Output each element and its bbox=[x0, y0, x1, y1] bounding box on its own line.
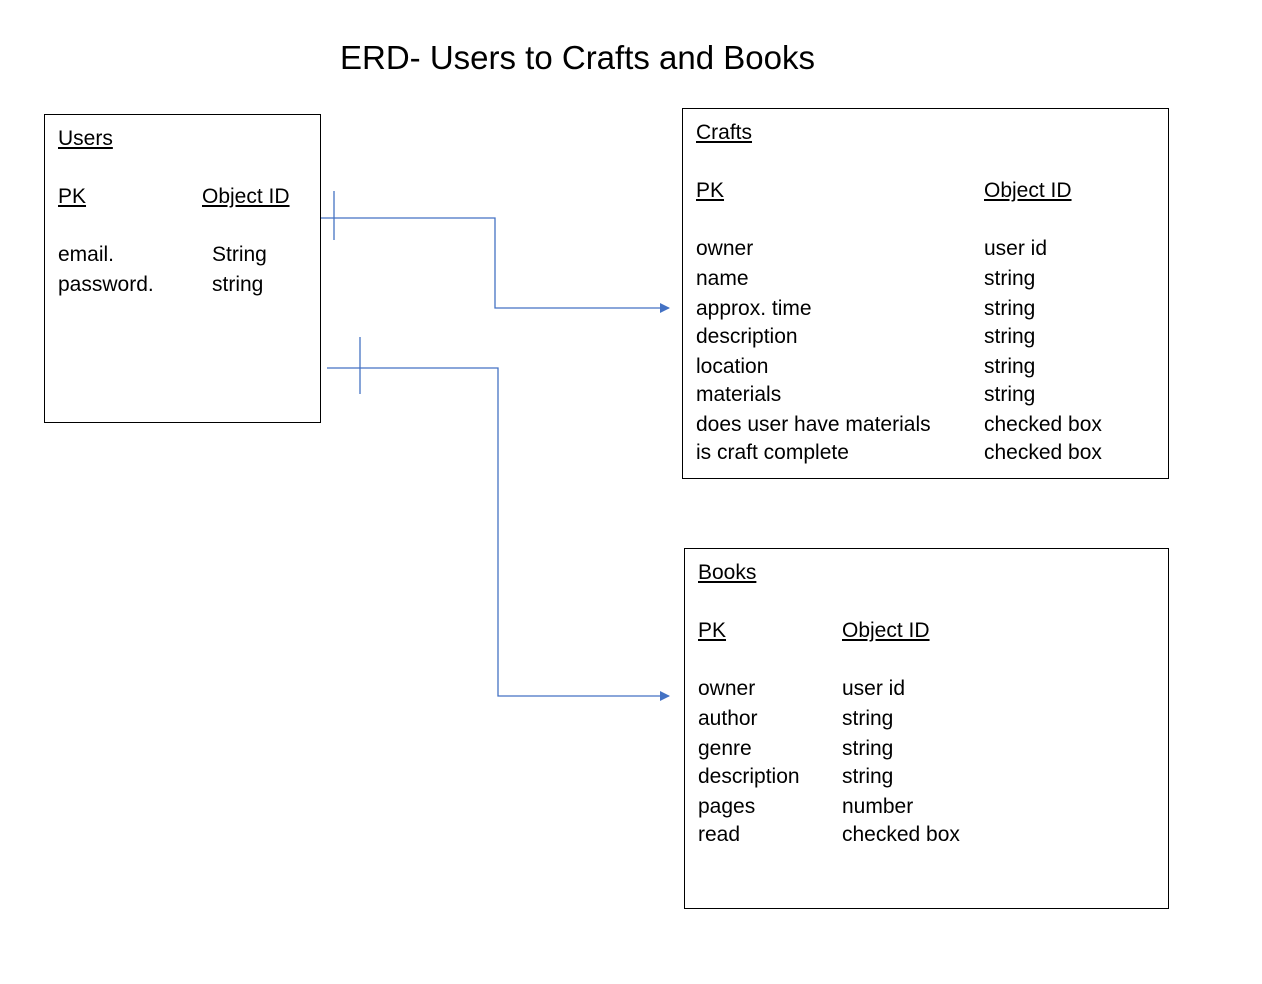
books-field-name: owner bbox=[698, 677, 756, 700]
diagram-title: ERD- Users to Crafts and Books bbox=[340, 39, 815, 76]
crafts-field-name: materials bbox=[696, 383, 782, 406]
crafts-field-type: string bbox=[984, 355, 1036, 378]
entity-name-crafts: Crafts bbox=[696, 121, 753, 144]
crafts-field-type: string bbox=[984, 267, 1036, 290]
books-pk-label: PK bbox=[698, 619, 727, 642]
books-field-type: string bbox=[842, 737, 894, 760]
crafts-field-type: string bbox=[984, 325, 1036, 348]
entity-books[interactable]: Books PK Object ID owner user id author … bbox=[684, 548, 1169, 909]
users-pk-label: PK bbox=[58, 185, 87, 208]
books-field-type: checked box bbox=[842, 823, 960, 846]
books-field-type: number bbox=[842, 795, 914, 818]
entity-users[interactable]: Users PK Object ID email. String passwor… bbox=[44, 114, 321, 423]
relationship-users-crafts[interactable] bbox=[321, 191, 670, 313]
crafts-pk-label: PK bbox=[696, 179, 725, 202]
entity-crafts[interactable]: Crafts PK Object ID owner user id name s… bbox=[682, 108, 1169, 479]
users-pk-type: Object ID bbox=[202, 185, 290, 208]
crafts-field-type: string bbox=[984, 297, 1036, 320]
crafts-field-name: description bbox=[696, 325, 798, 348]
relationship-users-books[interactable] bbox=[327, 337, 670, 701]
users-field-type: string bbox=[212, 273, 264, 296]
crafts-field-name: owner bbox=[696, 237, 754, 260]
connector-line bbox=[327, 367, 670, 701]
crafts-pk-type: Object ID bbox=[984, 179, 1072, 202]
crafts-field-name: name bbox=[696, 267, 749, 290]
crafts-field-type: checked box bbox=[984, 413, 1102, 436]
crafts-field-type: string bbox=[984, 383, 1036, 406]
books-field-name: read bbox=[698, 823, 741, 846]
crafts-field-type: user id bbox=[984, 237, 1048, 260]
connector-line bbox=[321, 217, 670, 313]
books-field-name: description bbox=[698, 765, 800, 788]
crafts-field-name: approx. time bbox=[696, 297, 812, 320]
crafts-field-type: checked box bbox=[984, 441, 1102, 464]
books-field-type: user id bbox=[842, 677, 906, 700]
books-field-name: genre bbox=[698, 737, 752, 760]
entity-name-books: Books bbox=[698, 561, 757, 584]
crafts-field-name: is craft complete bbox=[696, 441, 849, 464]
books-field-name: pages bbox=[698, 795, 756, 818]
books-field-name: author bbox=[698, 707, 758, 730]
users-field-type: String bbox=[212, 243, 267, 266]
books-pk-type: Object ID bbox=[842, 619, 930, 642]
crafts-field-name: does user have materials bbox=[696, 413, 931, 436]
books-field-type: string bbox=[842, 707, 894, 730]
books-field-type: string bbox=[842, 765, 894, 788]
entity-name-users: Users bbox=[58, 127, 113, 150]
crafts-field-name: location bbox=[696, 355, 769, 378]
users-field-name: password. bbox=[58, 273, 154, 296]
users-field-name: email. bbox=[58, 243, 115, 266]
